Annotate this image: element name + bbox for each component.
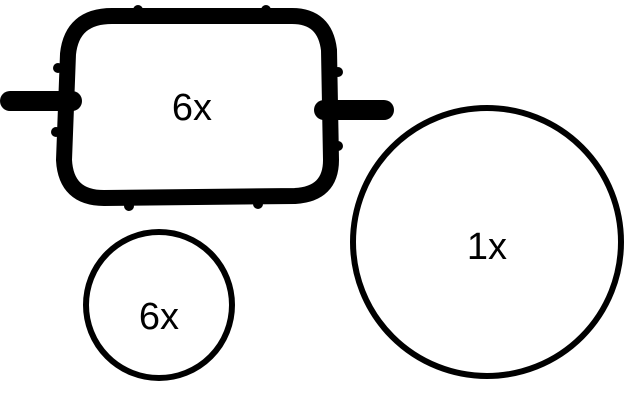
bump-bottom-right	[253, 199, 263, 209]
bump-left-lower	[51, 127, 61, 137]
bump-right-upper	[333, 67, 343, 77]
manifold-gasket: 6x	[0, 5, 394, 211]
small-o-ring: 6x	[83, 229, 235, 381]
large-o-ring-outline	[350, 105, 624, 379]
bump-top-left	[133, 5, 143, 15]
manifold-gasket-body	[56, 8, 339, 206]
small-o-ring-outline	[83, 229, 235, 381]
bump-left-upper	[53, 63, 63, 73]
large-o-ring-quantity: 1x	[467, 226, 507, 268]
bump-top-right	[261, 5, 271, 15]
manifold-gasket-quantity: 6x	[172, 87, 212, 129]
bump-right-lower	[333, 141, 343, 151]
large-o-ring: 1x	[350, 105, 624, 379]
manifold-gasket-bumps	[51, 5, 343, 211]
small-o-ring-quantity: 6x	[139, 296, 179, 338]
bump-bottom-left	[124, 201, 134, 211]
